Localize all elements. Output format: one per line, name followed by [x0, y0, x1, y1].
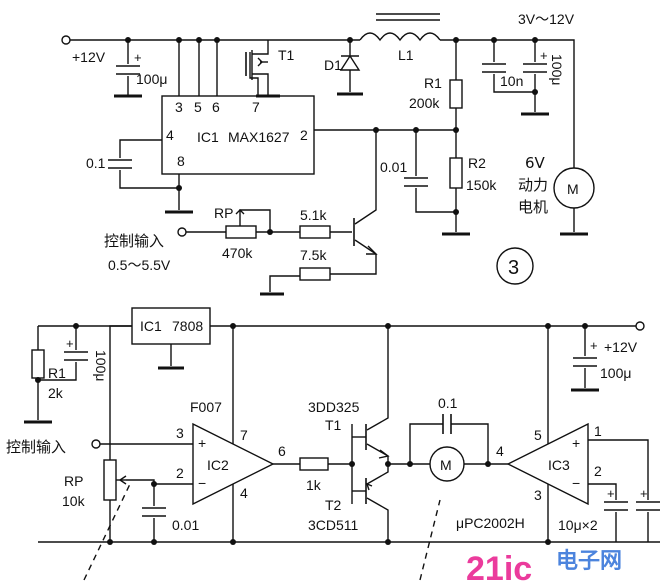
svg-text:3: 3: [176, 425, 184, 441]
svg-text:6V: 6V: [525, 154, 546, 172]
svg-text:+12V: +12V: [604, 339, 638, 355]
svg-text:2: 2: [594, 463, 602, 479]
d1-label: D1: [324, 57, 342, 73]
input-label-bottom: 控制输入: [6, 438, 66, 456]
svg-text:+: +: [640, 486, 648, 501]
svg-text:μPC2002H: μPC2002H: [456, 515, 525, 531]
svg-text:6: 6: [212, 99, 220, 115]
svg-text:150k: 150k: [466, 177, 497, 193]
svg-text:+: +: [572, 435, 580, 451]
svg-text:1k: 1k: [306, 477, 322, 493]
figure-number-badge: [496, 247, 534, 285]
svg-text:T2: T2: [325, 497, 342, 513]
svg-text:10k: 10k: [62, 493, 86, 509]
ic1-box: [161, 95, 315, 175]
svg-text:动力: 动力: [518, 176, 548, 194]
svg-text:RP: RP: [64, 473, 83, 489]
svg-text:+: +: [134, 50, 142, 65]
svg-text:5: 5: [194, 99, 202, 115]
svg-text:+: +: [540, 48, 548, 63]
svg-text:IC1: IC1: [140, 318, 162, 334]
svg-text:IC3: IC3: [548, 457, 570, 473]
svg-text:R1: R1: [48, 365, 66, 381]
svg-text:M: M: [440, 457, 452, 473]
svg-text:+: +: [198, 435, 206, 451]
svg-text:0.5～5.5V: 0.5～5.5V: [108, 257, 171, 273]
svg-text:0.01: 0.01: [172, 517, 199, 533]
ic1-part: MAX1627: [228, 129, 290, 145]
svg-text:3DD325: 3DD325: [308, 399, 360, 415]
svg-text:8: 8: [177, 153, 185, 169]
svg-text:−: −: [572, 475, 580, 491]
l1-label: L1: [398, 47, 414, 63]
c-in-label: 100μ: [136, 71, 167, 87]
svg-text:100μ: 100μ: [600, 365, 631, 381]
svg-text:电机: 电机: [518, 198, 548, 216]
vout-label: 3V～12V: [518, 11, 575, 27]
svg-text:6: 6: [278, 443, 286, 459]
svg-text:2: 2: [176, 465, 184, 481]
input-label-top: 控制输入: [104, 232, 164, 250]
svg-text:100μ: 100μ: [93, 350, 109, 381]
svg-text:3CD511: 3CD511: [308, 517, 359, 533]
vin-terminal-bottom: [635, 321, 645, 331]
ic1-label: IC1: [197, 129, 219, 145]
bottom-circuit: IC1 7808 R1 2k + 100μ + +12V 100μ IC2 + …: [6, 307, 660, 581]
svg-text:2: 2: [300, 127, 308, 143]
svg-text:2k: 2k: [48, 385, 64, 401]
svg-text:0.01: 0.01: [380, 159, 407, 175]
svg-text:−: −: [198, 475, 206, 491]
t1-label: T1: [278, 47, 295, 63]
svg-text:0.1: 0.1: [86, 155, 106, 171]
svg-text:R2: R2: [468, 155, 486, 171]
svg-text:T1: T1: [325, 417, 342, 433]
vin-label: +12V: [72, 49, 106, 65]
svg-text:1: 1: [594, 423, 602, 439]
svg-text:IC2: IC2: [207, 457, 229, 473]
svg-text:R1: R1: [424, 75, 442, 91]
svg-text:7808: 7808: [172, 318, 203, 334]
watermark-cn: 电子网: [556, 548, 622, 573]
svg-text:M: M: [567, 181, 579, 197]
svg-text:7: 7: [252, 99, 260, 115]
svg-text:5: 5: [534, 427, 542, 443]
input-terminal-bottom: [91, 439, 101, 449]
svg-text:3: 3: [508, 257, 519, 279]
svg-text:+: +: [66, 336, 74, 351]
watermark: 21ic 电子网: [466, 548, 622, 586]
svg-text:3: 3: [534, 487, 542, 503]
input-terminal-top: [177, 227, 187, 237]
svg-text:0.1: 0.1: [438, 395, 458, 411]
svg-text:10n: 10n: [500, 73, 523, 89]
svg-text:7: 7: [240, 427, 248, 443]
svg-text:+: +: [607, 486, 615, 501]
watermark-brand: 21ic: [466, 550, 532, 586]
top-circuit: +12V + 100μ 3 5 6 7 4 8 2 IC1 MAX1627 T1: [61, 11, 595, 296]
svg-text:3: 3: [175, 99, 183, 115]
svg-text:4: 4: [240, 485, 248, 501]
svg-text:10μ×2: 10μ×2: [558, 517, 598, 533]
svg-text:+: +: [590, 338, 598, 353]
svg-text:4: 4: [496, 443, 504, 459]
svg-text:100μ: 100μ: [549, 54, 565, 85]
svg-text:4: 4: [166, 127, 174, 143]
svg-text:200k: 200k: [409, 95, 440, 111]
svg-text:7.5k: 7.5k: [300, 247, 327, 263]
svg-text:470k: 470k: [222, 245, 253, 261]
svg-text:RP: RP: [214, 205, 233, 221]
vin-terminal: [61, 35, 71, 45]
svg-text:F007: F007: [190, 399, 222, 415]
svg-text:5.1k: 5.1k: [300, 207, 327, 223]
